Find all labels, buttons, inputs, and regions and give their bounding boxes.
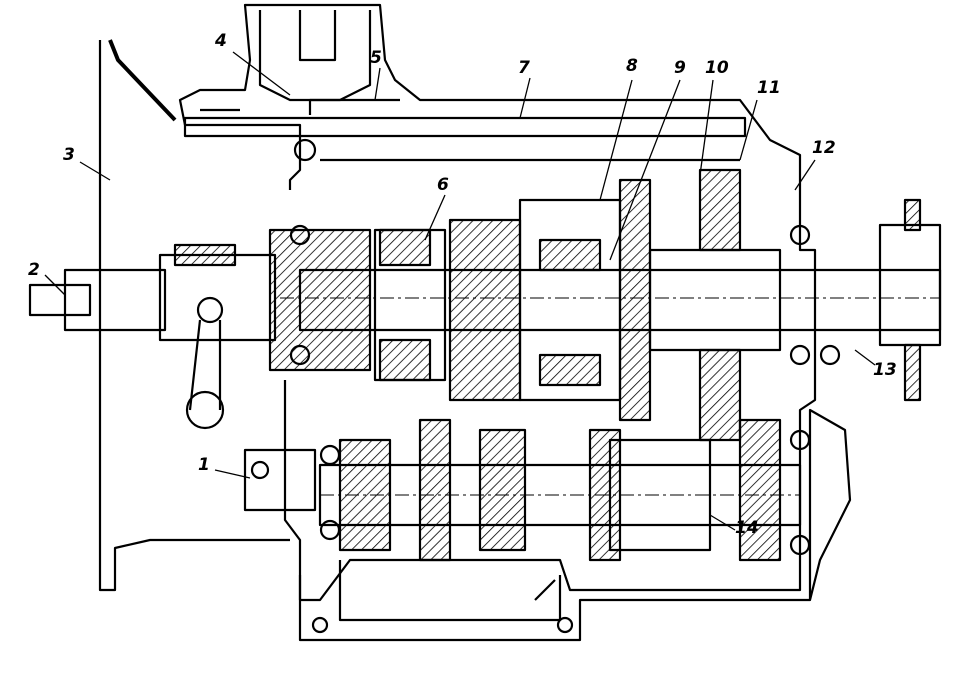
callout-label-5: 5 (370, 48, 382, 68)
clutch-housing (298, 408, 852, 642)
callout-label-4: 4 (215, 31, 227, 51)
callout-label-3: 3 (63, 145, 75, 165)
callout-label-12: 12 (812, 138, 836, 158)
callout-label-1: 1 (198, 455, 210, 475)
clutch-housing-flange (98, 40, 290, 592)
callout-label-11: 11 (757, 78, 781, 98)
callout-label-7: 7 (518, 58, 530, 78)
release-fork-pivot (185, 390, 225, 430)
callout-label-10: 10 (705, 58, 729, 78)
callout-label-13: 13 (873, 360, 897, 380)
callout-label-6: 6 (437, 175, 449, 195)
output-flange (878, 223, 942, 347)
callout-label-2: 2 (28, 260, 40, 280)
input-shaft (28, 283, 92, 317)
gear-lever-tower (258, 10, 372, 102)
callout-label-9: 9 (674, 58, 686, 78)
leader-lines (44, 51, 876, 531)
shift-rail (183, 116, 747, 138)
gearbox-housing (178, 3, 817, 602)
callout-label-8: 8 (626, 56, 638, 76)
callout-label-14: 14 (735, 518, 759, 538)
